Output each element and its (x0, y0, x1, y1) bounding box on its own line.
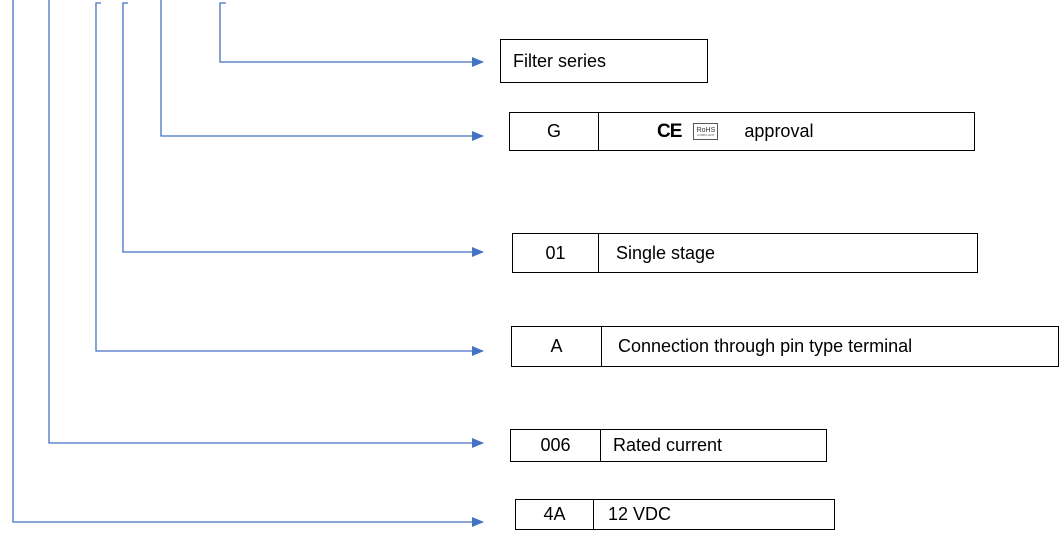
approval-label: approval (744, 121, 814, 141)
approval-box: G CE RoHS COMPLIANT approval (509, 112, 975, 151)
voltage-label: 12 VDC (608, 504, 672, 524)
connector-series (219, 2, 484, 67)
terminal-box: A Connection through pin type terminal (511, 326, 1059, 367)
stages-label: Single stage (616, 242, 716, 263)
approval-code: G (510, 113, 599, 150)
current-code: 006 (511, 430, 601, 461)
connector-voltage (12, 0, 484, 527)
current-label: Rated current (613, 435, 723, 455)
filter-series-label: Filter series (513, 50, 607, 71)
voltage-code: 4A (516, 500, 594, 529)
connector-current (48, 0, 484, 448)
certification-marks: CE RoHS COMPLIANT (657, 120, 719, 143)
stages-box: 01 Single stage (512, 233, 978, 273)
terminal-code: A (512, 327, 602, 366)
connector-terminal (95, 2, 484, 356)
connector-stages (122, 2, 484, 257)
filter-series-box: Filter series (500, 39, 708, 83)
current-box: 006 Rated current (510, 429, 827, 462)
terminal-label: Connection through pin type terminal (618, 336, 913, 356)
rohs-compliant-icon: RoHS COMPLIANT (693, 123, 719, 140)
stages-code: 01 (513, 234, 599, 272)
ce-mark-icon: CE (657, 120, 682, 142)
voltage-box: 4A 12 VDC (515, 499, 835, 530)
connector-approval (160, 0, 484, 141)
